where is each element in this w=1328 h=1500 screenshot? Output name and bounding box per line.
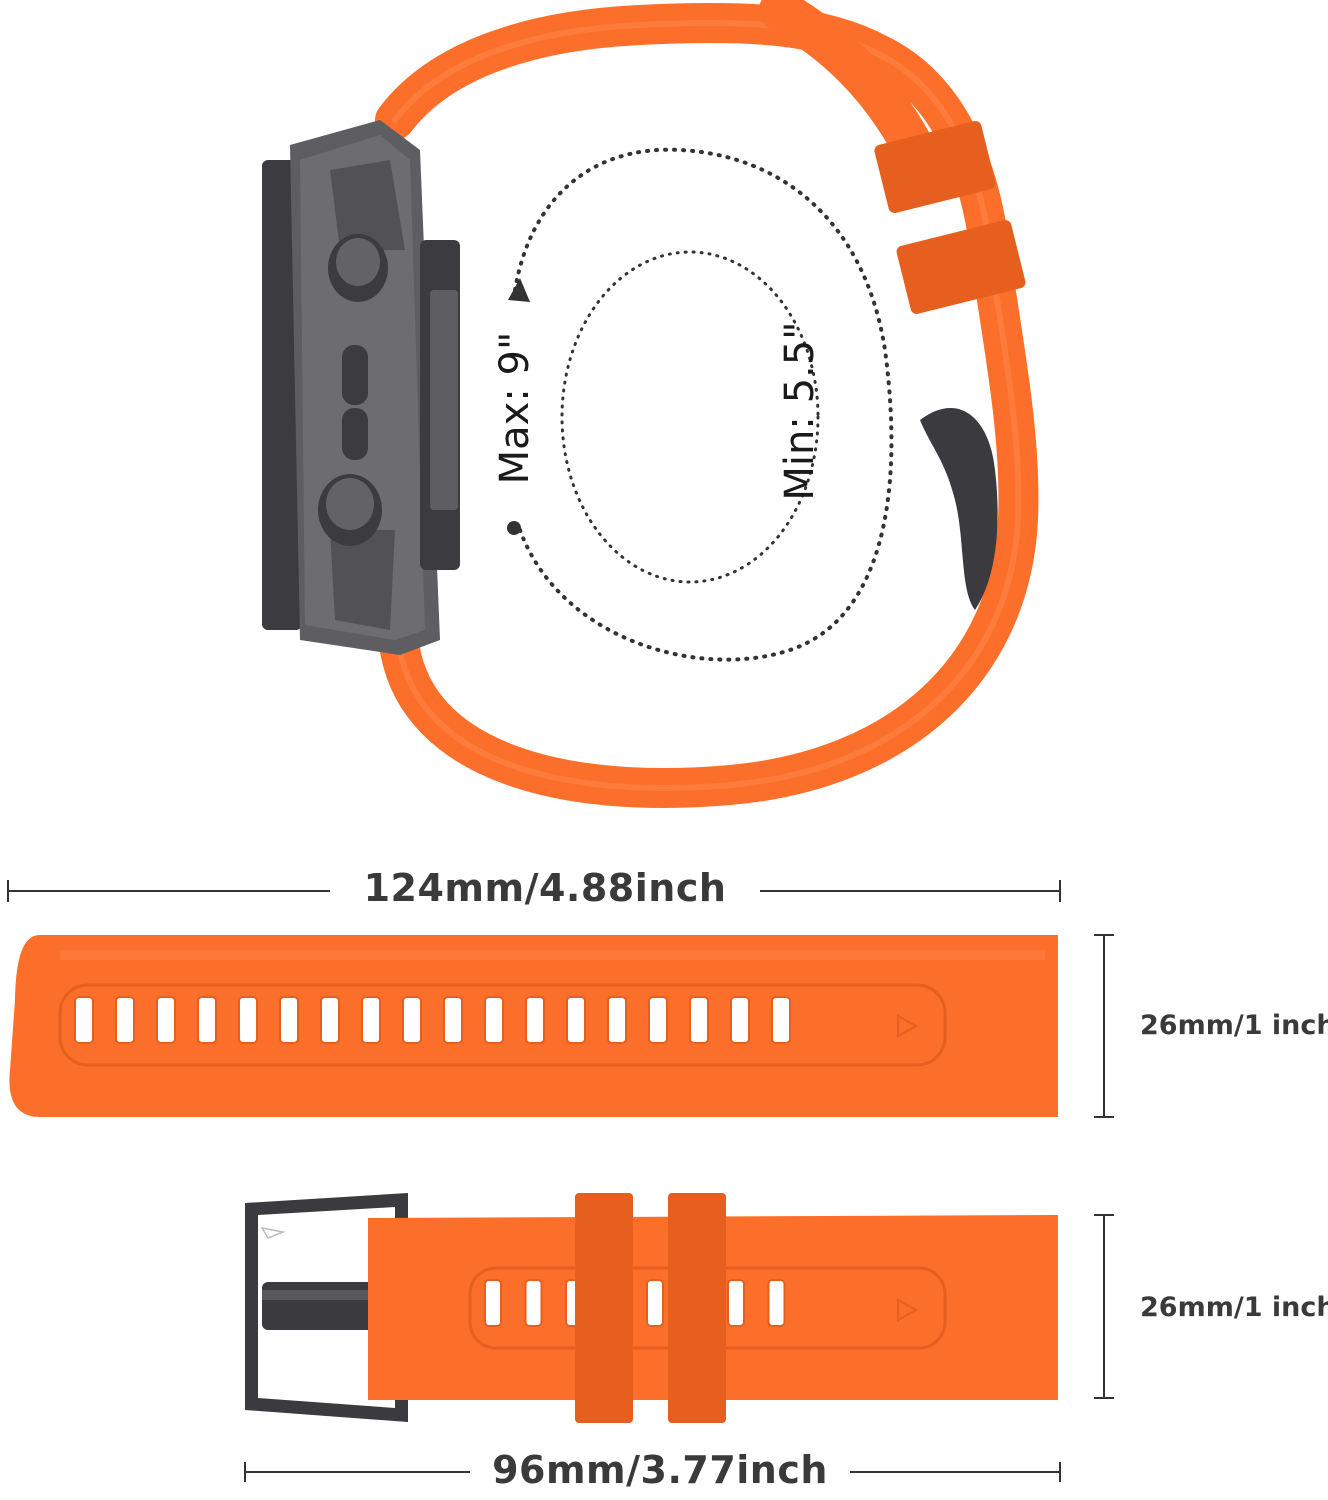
long-strap-hole — [771, 996, 791, 1044]
long-strap-hole — [320, 996, 340, 1044]
long-strap-hole — [648, 996, 668, 1044]
short-strap-hole — [767, 1279, 786, 1327]
short-strap-section — [244, 1193, 1114, 1482]
short-strap-keeper-1 — [575, 1193, 633, 1423]
long-strap-hole — [689, 996, 709, 1044]
long-strap-groove — [58, 983, 947, 1067]
long-strap-hole — [566, 996, 586, 1044]
long-strap-width-label: 26mm/1 inch — [1140, 1010, 1328, 1041]
min-range-oval — [560, 250, 820, 584]
long-strap-hole — [279, 996, 299, 1044]
short-strap-arrow-icon — [897, 1298, 919, 1322]
min-range-label: Min: 5.5" — [777, 321, 823, 501]
short-strap-hole — [524, 1279, 543, 1327]
long-strap-hole — [484, 996, 504, 1044]
long-strap-hole — [525, 996, 545, 1044]
strap-keeper-upper — [874, 121, 996, 213]
short-strap-width-label: 26mm/1 inch — [1140, 1292, 1328, 1323]
wrist-view — [262, 0, 1039, 809]
watch-case — [262, 120, 460, 655]
long-strap-hole — [607, 996, 627, 1044]
long-strap-hole — [443, 996, 463, 1044]
max-range-label: Max: 9" — [492, 331, 538, 485]
long-strap-hole — [156, 996, 176, 1044]
watch-pusher-2 — [342, 408, 368, 460]
long-strap-hole — [730, 996, 750, 1044]
long-strap-arrow-icon — [897, 1014, 919, 1038]
long-strap-section — [7, 880, 1114, 1118]
long-strap-holes — [74, 996, 791, 1044]
long-strap-hole — [115, 996, 135, 1044]
long-strap-hole — [197, 996, 217, 1044]
short-strap-length-label: 96mm/3.77inch — [492, 1448, 828, 1492]
buckle-tip — [920, 408, 998, 610]
strap-tail — [759, 0, 941, 181]
max-range-arc — [513, 147, 894, 662]
strap-loop-highlight — [392, 19, 1022, 792]
watch-pusher-1 — [342, 345, 368, 405]
arrow-head — [508, 278, 530, 302]
long-strap-hole — [402, 996, 422, 1044]
long-strap-hole — [238, 996, 258, 1044]
strap-loop — [375, 2, 1039, 809]
short-strap-hole — [484, 1279, 502, 1327]
short-strap-hole — [727, 1279, 745, 1327]
long-strap-length-label: 124mm/4.88inch — [363, 866, 727, 910]
long-strap-hole — [361, 996, 381, 1044]
long-strap-hole — [74, 996, 94, 1044]
short-strap-hole — [646, 1279, 664, 1327]
strap-keeper-lower — [896, 220, 1026, 314]
max-range-start-dot — [507, 521, 521, 535]
short-strap-keeper-2 — [668, 1193, 726, 1423]
